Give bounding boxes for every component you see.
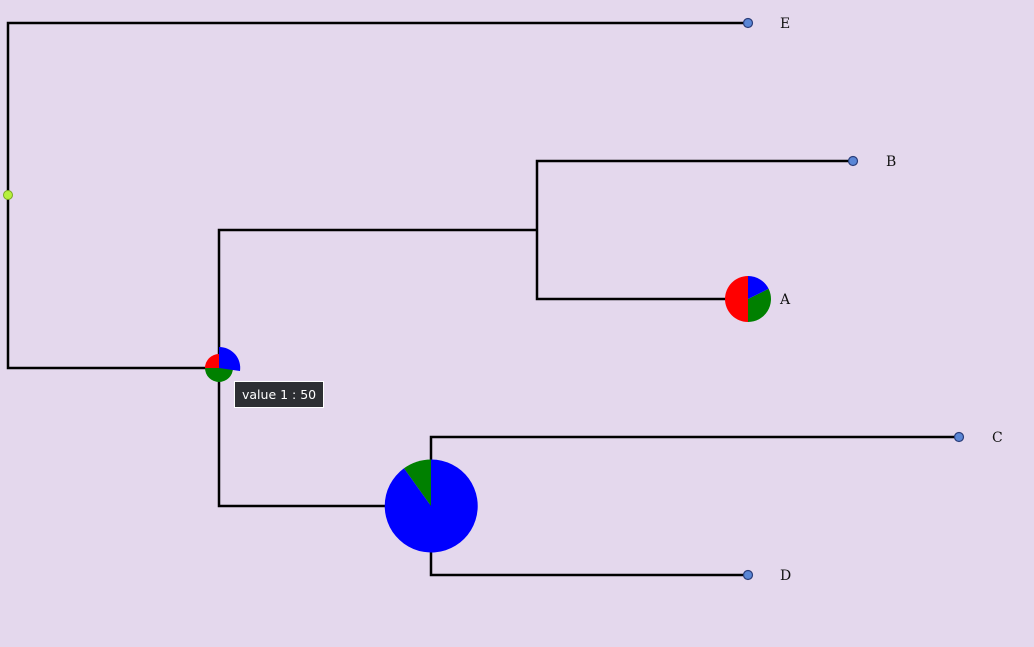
- branch-root-e: [6, 21, 748, 195]
- tip-label-c: C: [992, 430, 1003, 446]
- tip-label-a: A: [779, 292, 791, 308]
- node-value-tooltip: value 1 : 50: [234, 381, 325, 408]
- pie-a-slice-red: [725, 276, 748, 322]
- pie-internal-slice-red: [205, 354, 219, 368]
- root-node[interactable]: [3, 190, 13, 200]
- tip-label-d: D: [780, 568, 791, 584]
- tip-node-b[interactable]: [847, 155, 859, 167]
- tip-labels: E B A C D: [779, 16, 1003, 584]
- tip-node-e[interactable]: [742, 17, 754, 29]
- branch-cd-d: [429, 506, 748, 577]
- branch-ab-b: [535, 159, 853, 230]
- pie-chart-internal-node[interactable]: [205, 346, 241, 382]
- branch-internal-cd: [217, 368, 431, 508]
- pie-a-slice-green: [748, 288, 771, 322]
- pie-a-slice-blue: [748, 276, 769, 299]
- branches: [6, 21, 959, 577]
- pie-cd-slice-blue: [384, 459, 478, 553]
- pie-chart-cd-node[interactable]: [384, 459, 478, 553]
- tip-label-b: B: [886, 154, 896, 170]
- pie-cd-slice-green: [404, 459, 431, 506]
- branch-ab-a: [535, 230, 748, 301]
- branch-cd-c: [429, 435, 959, 506]
- tip-nodes: [742, 17, 965, 581]
- pie-internal-slice-green: [205, 368, 233, 382]
- tip-node-c[interactable]: [953, 431, 965, 443]
- tip-node-d[interactable]: [742, 569, 754, 581]
- tip-label-e: E: [780, 16, 790, 32]
- branch-root-internal: [6, 195, 219, 370]
- branch-internal-ab: [217, 228, 537, 368]
- pie-chart-a[interactable]: [725, 276, 771, 322]
- pie-internal-slice-blue: [219, 346, 241, 371]
